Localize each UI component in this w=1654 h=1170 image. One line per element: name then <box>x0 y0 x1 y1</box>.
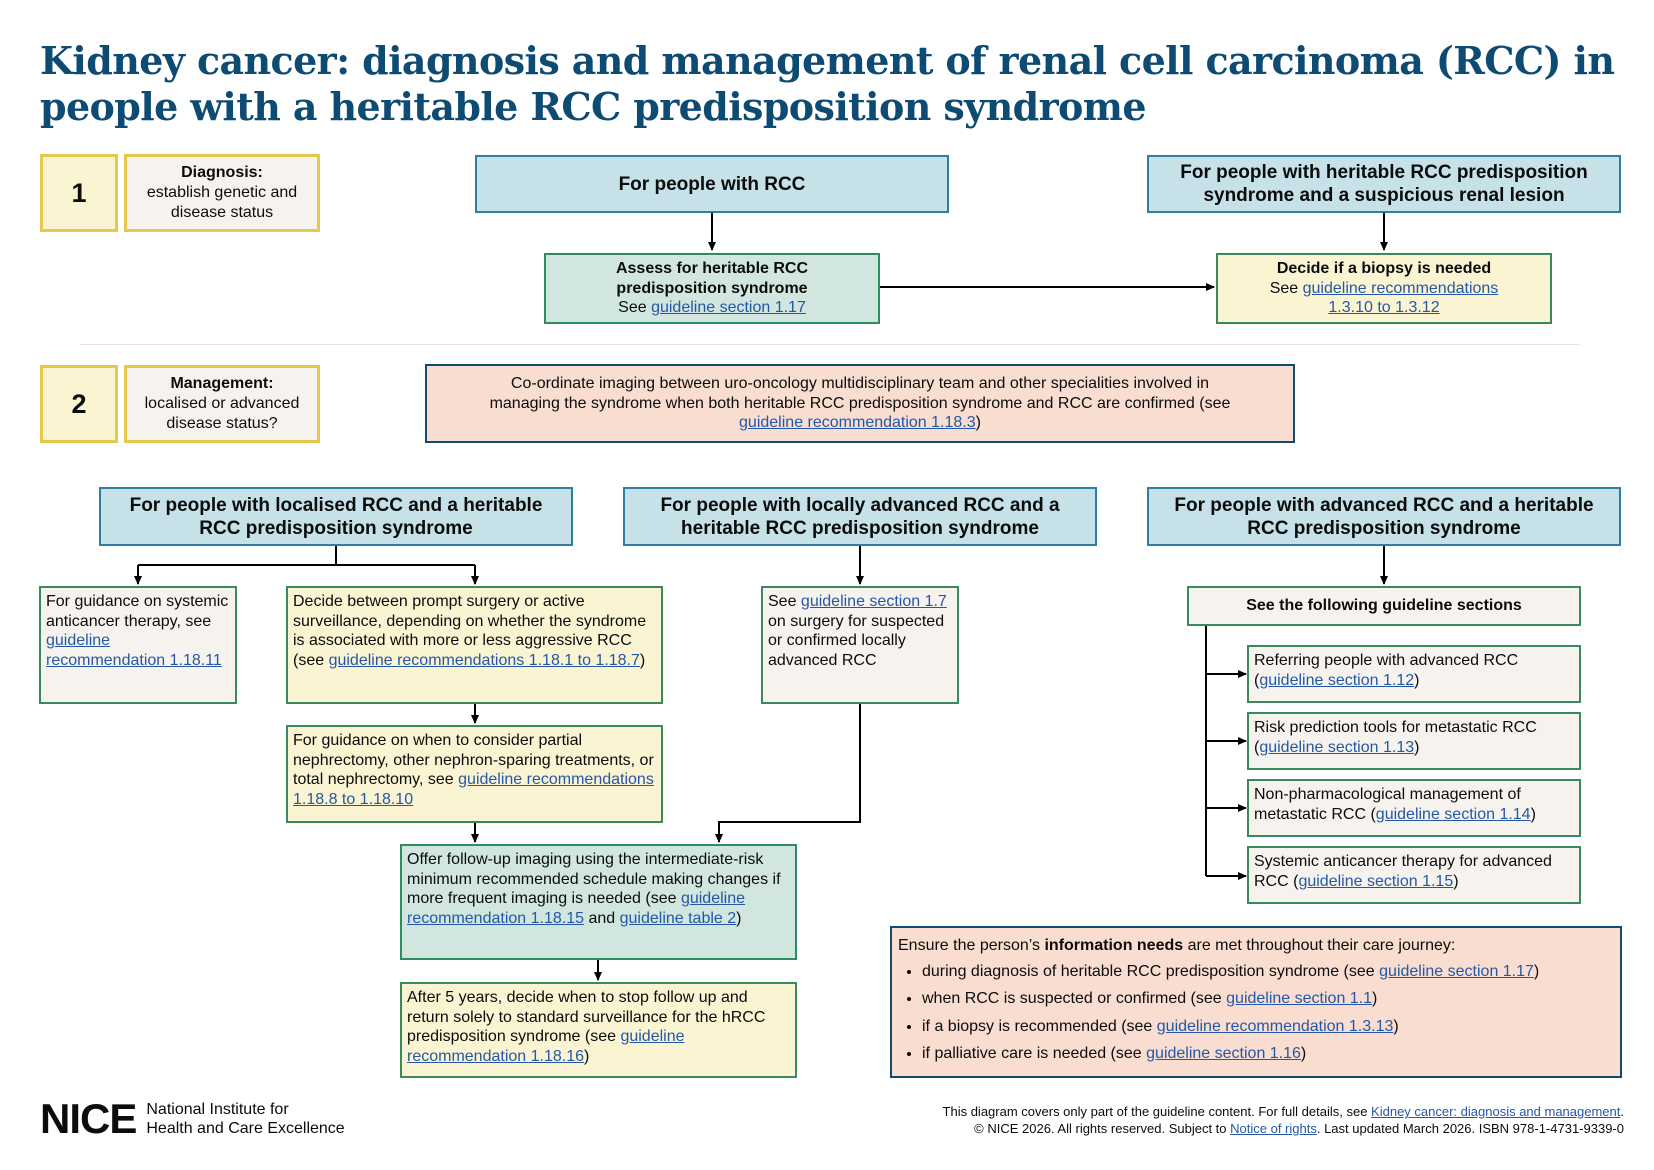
information-needs-box: Ensure the person’s information needs ar… <box>890 926 1622 1078</box>
link-recommendations-1-3-10-to-1-3-12[interactable]: guideline recommendations 1.3.10 to 1.3.… <box>1302 279 1499 317</box>
information-needs-list: during diagnosis of heritable RCC predis… <box>898 962 1614 1064</box>
link-guideline-section-1-7[interactable]: guideline section 1.7 <box>800 593 947 610</box>
partial-nephrectomy-box: For guidance on when to consider partial… <box>286 725 663 823</box>
arrow-see-to-followup <box>715 704 861 843</box>
list-item: if a biopsy is recommended (see guidelin… <box>922 1017 1614 1037</box>
step-heading: Management: <box>170 375 274 392</box>
systemic-therapy-box: For guidance on systemic anticancer ther… <box>39 586 237 704</box>
coordinate-imaging-box: Co-ordinate imaging between uro-oncology… <box>425 364 1295 443</box>
link-guideline-table-2[interactable]: guideline table 2 <box>619 909 737 927</box>
link-info-section-1-16[interactable]: guideline section 1.16 <box>1146 1045 1301 1062</box>
advanced-item-non-pharmacological: Non-pharmacological management of metast… <box>1247 779 1581 837</box>
link-guideline-section-1-14[interactable]: guideline section 1.14 <box>1375 805 1531 823</box>
link-info-section-1-1[interactable]: guideline section 1.1 <box>1226 990 1373 1007</box>
coverage-note: This diagram covers only part of the gui… <box>942 1104 1624 1119</box>
step-heading: Diagnosis: <box>181 164 263 181</box>
link-recommendation-1-18-15[interactable]: guideline recommendation 1.18.15 <box>407 890 746 927</box>
footer-notes: This diagram covers only part of the gui… <box>943 1103 1624 1137</box>
section-divider <box>80 344 1580 345</box>
assess-heritable-box: Assess for heritable RCC predisposition … <box>544 253 880 324</box>
link-notice-of-rights[interactable]: Notice of rights <box>1230 1121 1317 1136</box>
nice-logo: NICE National Institute for Health and C… <box>40 1097 345 1141</box>
locally-advanced-surgery-box: See guideline section 1.7 on surgery for… <box>761 586 959 704</box>
see-sections-box: See the following guideline sections <box>1187 586 1581 626</box>
nice-organisation-name: National Institute for Health and Care E… <box>146 1101 345 1137</box>
biopsy-box: Decide if a biopsy is needed See guideli… <box>1216 253 1552 324</box>
step-number-2: 2 <box>40 365 118 443</box>
link-guideline-section-1-15[interactable]: guideline section 1.15 <box>1298 872 1454 890</box>
link-recommendations-1-18-8-to-1-18-10[interactable]: guideline recommendations 1.18.8 to 1.18… <box>293 771 654 808</box>
header-locally-advanced-rcc: For people with locally advanced RCC and… <box>623 487 1097 546</box>
step-number-1: 1 <box>40 154 118 232</box>
step-text: localised or advanced disease status? <box>144 395 300 432</box>
header-heritable-suspicious-lesion: For people with heritable RCC predisposi… <box>1147 155 1621 213</box>
link-recommendation-1-18-16[interactable]: guideline recommendation 1.18.16 <box>407 1028 685 1065</box>
five-years-box: After 5 years, decide when to stop follo… <box>400 982 797 1078</box>
step-text: establish genetic and disease status <box>146 184 298 221</box>
header-people-with-rcc: For people with RCC <box>475 155 949 213</box>
list-item: during diagnosis of heritable RCC predis… <box>922 962 1614 982</box>
link-recommendations-1-18-1-to-1-18-7[interactable]: guideline recommendations 1.18.1 to 1.18… <box>328 651 640 669</box>
link-recommendation-1-18-3[interactable]: guideline recommendation 1.18.3 <box>739 414 976 432</box>
link-kidney-cancer-guideline[interactable]: Kidney cancer: diagnosis and management <box>1371 1104 1621 1119</box>
advanced-item-systemic-therapy: Systemic anticancer therapy for advanced… <box>1247 846 1581 904</box>
step-label-diagnosis: Diagnosis: establish genetic and disease… <box>124 154 320 232</box>
page-title: Kidney cancer: diagnosis and management … <box>40 38 1615 129</box>
advanced-item-referring: Referring people with advanced RCC (guid… <box>1247 645 1581 703</box>
link-info-section-1-17[interactable]: guideline section 1.17 <box>1379 962 1534 980</box>
followup-imaging-box: Offer follow-up imaging using the interm… <box>400 844 797 960</box>
step-label-management: Management: localised or advanced diseas… <box>124 365 320 443</box>
link-recommendation-1-18-11[interactable]: guideline recommendation 1.18.11 <box>46 632 222 669</box>
header-advanced-rcc: For people with advanced RCC and a herit… <box>1147 487 1621 546</box>
link-info-recommendation-1-3-13[interactable]: guideline recommendation 1.3.13 <box>1156 1017 1394 1035</box>
link-guideline-section-1-13[interactable]: guideline section 1.13 <box>1259 738 1415 756</box>
link-guideline-section-1-17[interactable]: guideline section 1.17 <box>651 299 806 317</box>
advanced-item-risk-prediction: Risk prediction tools for metastatic RCC… <box>1247 712 1581 770</box>
nice-wordmark: NICE <box>40 1095 137 1142</box>
list-item: when RCC is suspected or confirmed (see … <box>922 989 1614 1009</box>
arrow-localised-split <box>138 546 475 566</box>
decide-surgery-box: Decide between prompt surgery or active … <box>286 586 663 704</box>
link-guideline-section-1-12[interactable]: guideline section 1.12 <box>1259 671 1415 689</box>
list-item: if palliative care is needed (see guidel… <box>922 1044 1614 1064</box>
rights-note: © NICE 2026. All rights reserved. Subjec… <box>974 1121 1624 1136</box>
header-localised-rcc: For people with localised RCC and a heri… <box>99 487 573 546</box>
